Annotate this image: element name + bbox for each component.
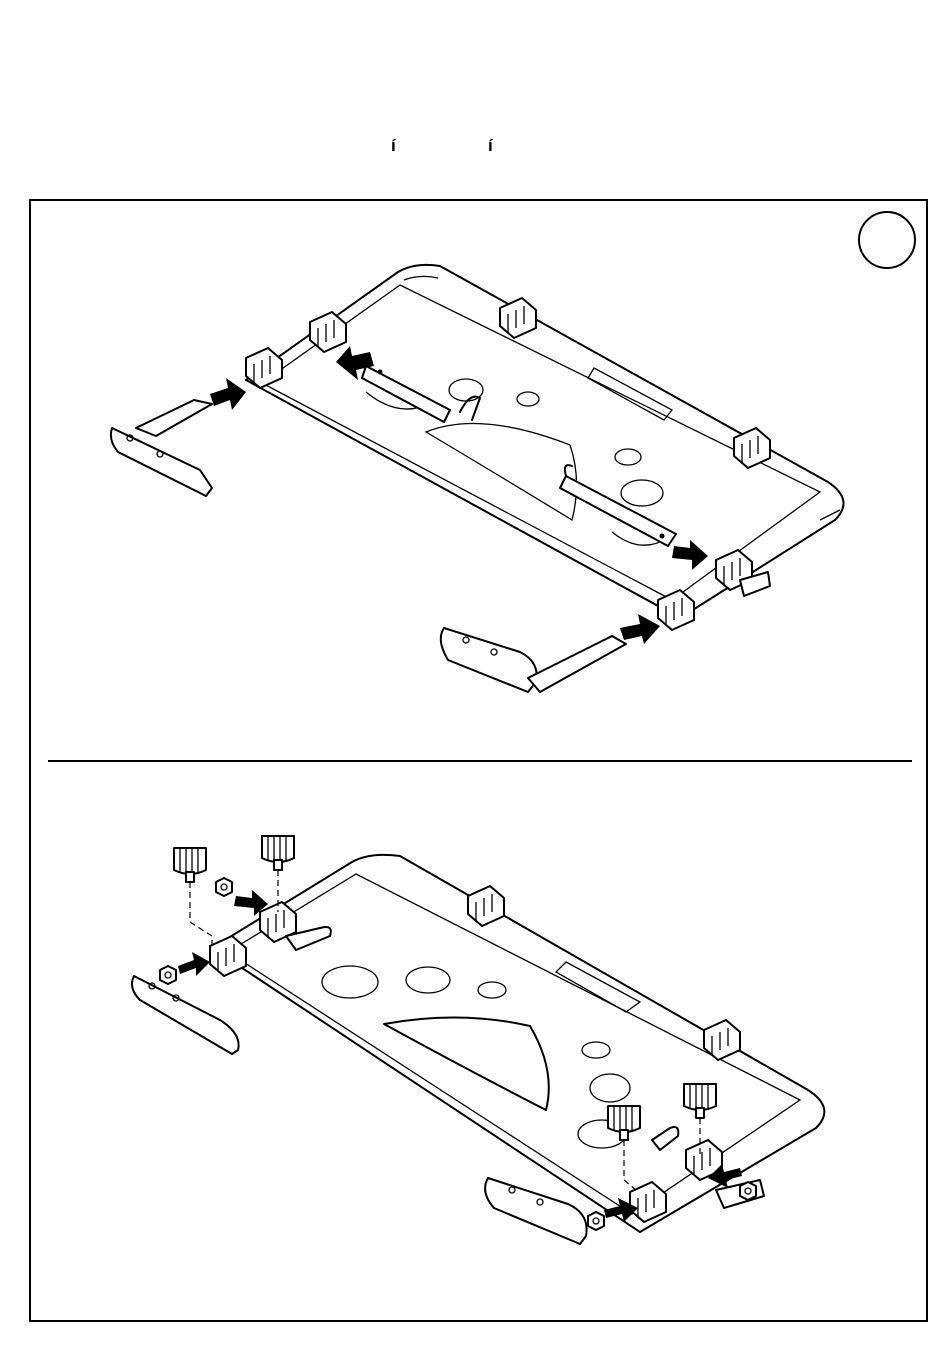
hex-nut bbox=[740, 1182, 756, 1200]
hex-nut bbox=[160, 966, 176, 984]
hex-nut bbox=[588, 1212, 604, 1230]
hex-nut bbox=[216, 878, 232, 896]
bottom-foot-left bbox=[132, 976, 239, 1054]
alignment-line bbox=[190, 882, 212, 946]
top-foot-left bbox=[111, 400, 212, 496]
top-mounting-plate bbox=[246, 265, 844, 630]
insert-arrow bbox=[178, 952, 210, 976]
top-foot-right bbox=[441, 628, 626, 692]
insert-arrow bbox=[210, 378, 246, 410]
thumb-screw bbox=[262, 836, 294, 870]
bottom-foot-right bbox=[485, 1178, 587, 1244]
thumb-screw bbox=[174, 848, 206, 882]
insert-arrow bbox=[620, 614, 660, 644]
